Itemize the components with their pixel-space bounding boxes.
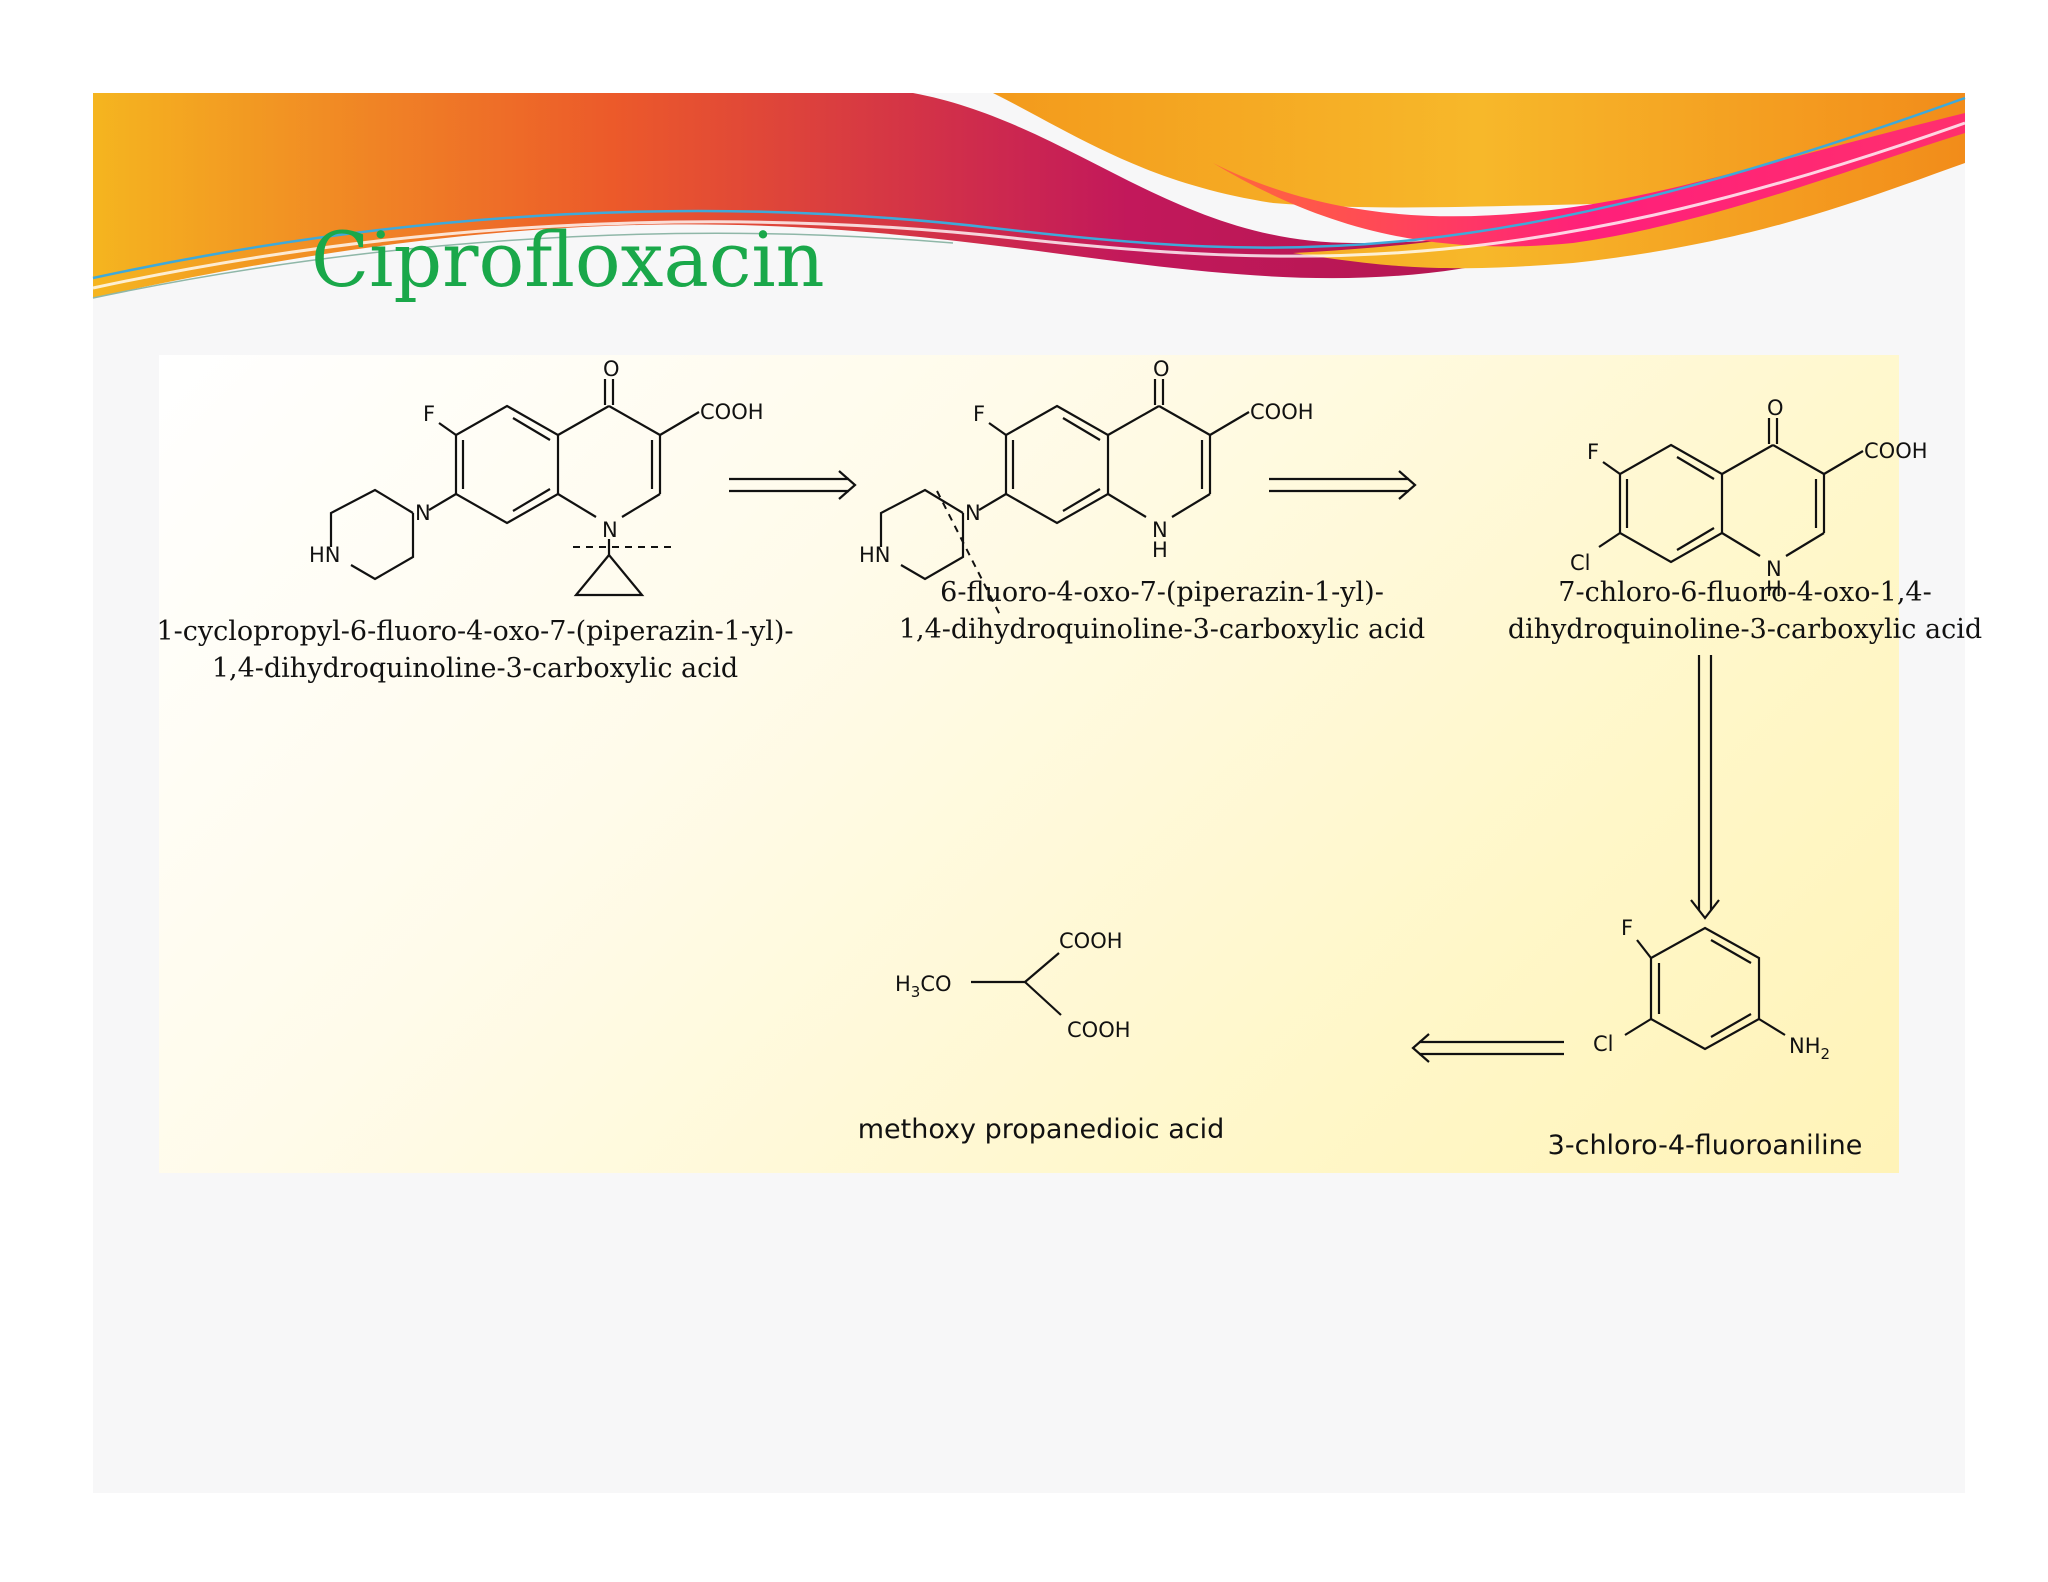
compound-chlorofluoroaniline: F Cl NH2 — [1593, 916, 1830, 1063]
carboxyl-label-3: COOH — [1864, 439, 1928, 463]
compound-4-name: 3-chloro-4-fluoroaniline — [1548, 1130, 1863, 1161]
retro-arrow-2 — [1269, 470, 1417, 500]
compound-chloro-quinolone: O F COOH N H Cl — [1570, 396, 1928, 601]
carboxyl-label-2: COOH — [1250, 400, 1314, 424]
retro-arrow-3 — [1690, 655, 1720, 920]
piperazine-hn-label: HN — [309, 543, 341, 567]
nh-nitrogen-label-3: N — [1766, 557, 1782, 581]
piperazine-nitrogen-label-2: N — [965, 501, 981, 525]
methoxy-label: H3CO — [895, 972, 952, 1001]
synthesis-panel: O F COOH N N HN 1-cyclopropyl-6-fluoro-4… — [156, 355, 1982, 1173]
piperazine-hn-label-2: HN — [859, 543, 891, 567]
fluoro-label: F — [423, 402, 435, 426]
compound-2-name-line2: 1,4-dihydroquinoline-3-carboxylic acid — [899, 614, 1425, 645]
lower-carboxyl-label: COOH — [1067, 1018, 1131, 1042]
oxo-label-3: O — [1767, 396, 1784, 420]
piperazine-nitrogen-label: N — [415, 501, 431, 525]
fluoro-label-4: F — [1621, 916, 1633, 940]
oxo-label-2: O — [1153, 357, 1170, 381]
compound-ciprofloxacin: O F COOH N N HN — [309, 357, 764, 597]
carboxyl-label: COOH — [700, 400, 764, 424]
fluoro-label-3: F — [1587, 440, 1599, 464]
ring-nitrogen-label: N — [602, 518, 618, 542]
compound-desccyclopropyl: O F COOH N H N HN — [859, 357, 1314, 618]
compound-3-name-line2: dihydroquinoline-3-carboxylic acid — [1508, 614, 1982, 645]
upper-carboxyl-label: COOH — [1059, 929, 1123, 953]
fluoro-label-2: F — [973, 402, 985, 426]
oxo-label: O — [603, 357, 620, 381]
chloro-label-4: Cl — [1593, 1032, 1614, 1056]
compound-3-name-line1: 7-chloro-6-fluoro-4-oxo-1,4- — [1558, 577, 1931, 608]
compound-1-name-line1: 1-cyclopropyl-6-fluoro-4-oxo-7-(piperazi… — [156, 616, 793, 647]
amine-label: NH2 — [1789, 1034, 1830, 1063]
retro-arrow-4 — [1411, 1033, 1564, 1063]
compound-methoxymalonic-acid: COOH COOH H3CO — [895, 929, 1131, 1042]
nh-hydrogen-label-3: H — [1766, 577, 1782, 601]
slide: Ciprofloxacin — [92, 93, 1982, 1493]
nh-nitrogen-label-2: N — [1152, 518, 1168, 542]
compound-1-name-line2: 1,4-dihydroquinoline-3-carboxylic acid — [212, 653, 738, 684]
retro-arrow-1 — [729, 470, 857, 500]
compound-5-name: methoxy propanedioic acid — [858, 1114, 1225, 1145]
decorative-banner — [92, 93, 1966, 299]
retrosynthesis-scheme: O F COOH N N HN 1-cyclopropyl-6-fluoro-4… — [156, 357, 1982, 1161]
chloro-label-3: Cl — [1570, 551, 1591, 575]
slide-title: Ciprofloxacin — [311, 215, 825, 304]
compound-2-name-line1: 6-fluoro-4-oxo-7-(piperazin-1-yl)- — [940, 577, 1384, 608]
nh-hydrogen-label-2: H — [1152, 538, 1168, 562]
